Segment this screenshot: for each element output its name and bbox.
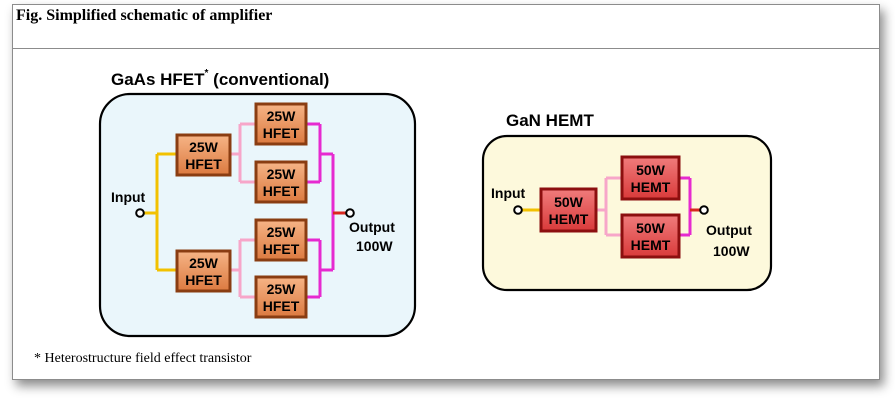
chip-type: HFET <box>263 298 300 314</box>
gaas-section: GaAs HFET* (conventional) <box>98 68 417 338</box>
chip-power: 25W <box>267 166 297 182</box>
chip-type: HEMT <box>631 237 671 253</box>
gaas-input-wires <box>144 152 177 272</box>
chip-power: 25W <box>267 108 297 124</box>
chip-power: 50W <box>554 194 584 210</box>
gan-stage2-chip-2: 50W HEMT <box>620 213 681 259</box>
chip-type: HFET <box>263 125 300 141</box>
chip-type: HEMT <box>631 179 671 195</box>
figure-header: Fig. Simplified schematic of amplifier <box>13 5 879 49</box>
gaas-stage1-chip-2: 25W HFET <box>175 249 232 293</box>
chip-power: 25W <box>189 139 219 155</box>
gaas-stage2-chip-1: 25W HFET <box>254 102 308 146</box>
gaas-input-terminal <box>135 208 145 218</box>
chip-power: 50W <box>636 162 666 178</box>
figure-title: Fig. Simplified schematic of amplifier <box>16 7 273 24</box>
gan-input-terminal <box>513 205 523 215</box>
gan-output-label: Output <box>706 222 752 238</box>
gan-input-label: Input <box>491 185 526 201</box>
gan-title: GaN HEMT <box>506 111 594 130</box>
chip-type: HFET <box>185 272 222 288</box>
chip-type: HFET <box>263 241 300 257</box>
gan-mid-wires <box>596 176 622 237</box>
gan-stage2-chip-1: 50W HEMT <box>620 155 681 201</box>
chip-type: HFET <box>263 183 300 199</box>
gan-output-terminal <box>699 205 709 215</box>
gaas-stage2-chip-4: 25W HFET <box>254 275 308 319</box>
chip-power: 25W <box>189 255 219 271</box>
chip-type: HFET <box>185 156 222 172</box>
chip-power: 50W <box>636 220 666 236</box>
gan-panel <box>481 134 773 292</box>
gaas-title: GaAs HFET* (conventional) <box>111 68 329 89</box>
gan-stage1-chip-1: 50W HEMT <box>539 187 598 233</box>
gaas-stage2-chip-3: 25W HFET <box>254 218 308 262</box>
gaas-output-terminal <box>345 208 355 218</box>
chip-power: 25W <box>267 224 297 240</box>
gaas-mid-wires <box>230 122 256 299</box>
gaas-stage2-chip-2: 25W HFET <box>254 160 308 204</box>
gan-output-wires <box>679 176 692 237</box>
gaas-input-label: Input <box>111 189 146 205</box>
gaas-stage1-chip-1: 25W HFET <box>175 133 232 177</box>
footnote: * Heterostructure field effect transisto… <box>34 351 252 366</box>
gaas-output-power: 100W <box>356 238 393 254</box>
chip-power: 25W <box>267 281 297 297</box>
gan-output-power: 100W <box>713 243 750 259</box>
chip-type: HEMT <box>549 211 589 227</box>
gan-section: GaN HEMT Input Output 100W 50W HEMT 50W <box>481 111 773 292</box>
gaas-output-label: Output <box>349 219 395 235</box>
